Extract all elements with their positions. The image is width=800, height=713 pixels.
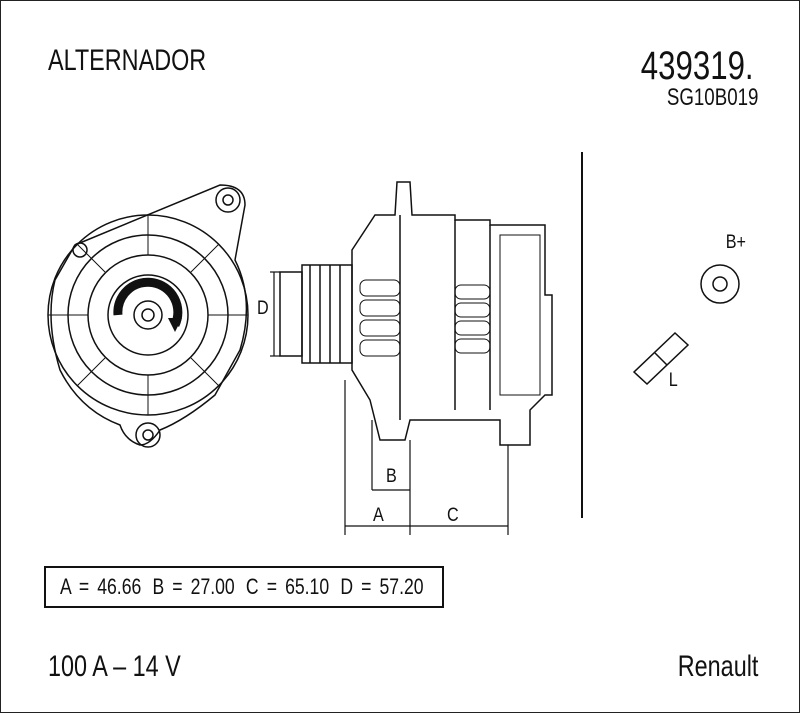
dimension-c: C = 65.10 [245, 574, 330, 599]
dimension-d: D = 57.20 [340, 574, 424, 599]
dimension-a: A = 46.66 [60, 574, 142, 599]
label-b: B [385, 466, 397, 487]
page-title: ALTERNADOR [48, 44, 207, 77]
l-terminal-icon [632, 331, 690, 386]
dimension-lines [270, 271, 509, 535]
side-view [279, 181, 553, 446]
label-b-plus: B+ [725, 232, 746, 253]
label-l: L [668, 370, 678, 391]
label-c: C [447, 505, 459, 526]
dimension-b: B = 27.00 [152, 574, 235, 599]
part-number: 439319. [641, 44, 754, 88]
front-view [47, 184, 249, 448]
label-a: A [372, 505, 384, 526]
b-plus-terminal-icon [700, 264, 740, 304]
rating: 100 A – 14 V [48, 650, 181, 683]
brand: Renault [677, 650, 758, 683]
reference-code: SG10B019 [666, 84, 758, 111]
dimensions-box: A = 46.66 B = 27.00 C = 65.10 D = 57.20 [44, 566, 444, 608]
label-d: D [257, 298, 269, 319]
rotation-arrow-icon [113, 277, 183, 327]
